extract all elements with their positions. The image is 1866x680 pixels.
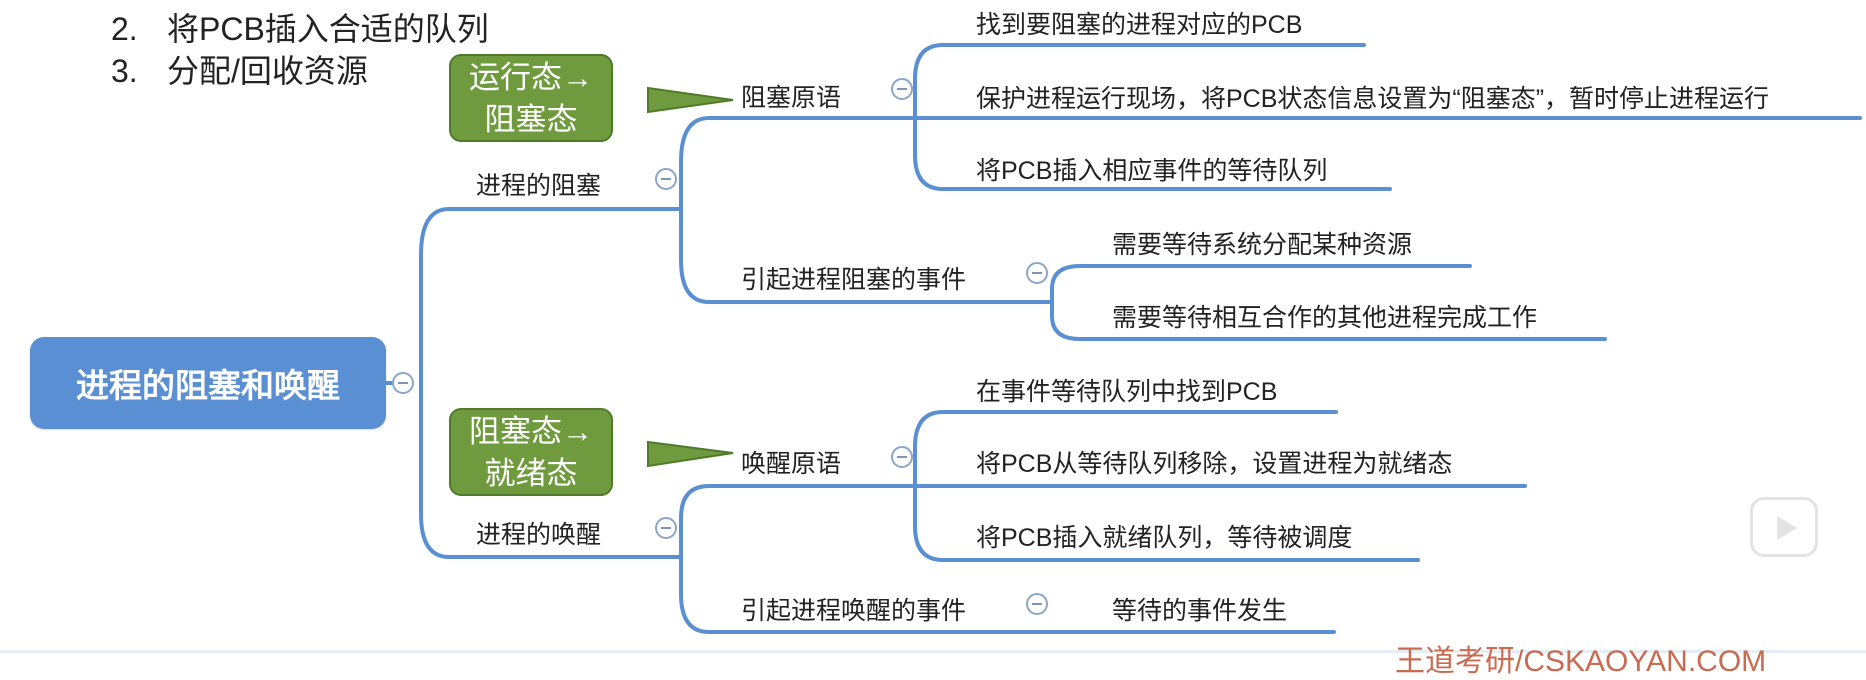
leaf-block-step: 将PCB插入相应事件的等待队列: [976, 157, 1328, 185]
leaf-wakeup-step: 将PCB从等待队列移除，设置进程为就绪态: [976, 450, 1453, 478]
list-number: 2.: [111, 11, 138, 47]
bottom-strip: [0, 650, 1866, 653]
leaf-block-event: 需要等待相互合作的其他进程完成工作: [1112, 304, 1538, 332]
previous-list-item: 3. 分配/回收资源: [111, 46, 368, 92]
list-number: 3.: [111, 53, 138, 89]
previous-list-item: 2. 将PCB插入合适的队列: [111, 4, 489, 50]
callout-tails: [647, 86, 734, 468]
node-block-events[interactable]: 引起进程阻塞的事件: [741, 266, 967, 294]
connector-lines: [384, 43, 1862, 634]
branch-wakeup[interactable]: 进程的唤醒: [476, 521, 602, 549]
callout-line: 就绪态: [484, 456, 578, 491]
leaf-wakeup-event: 等待的事件发生: [1112, 597, 1288, 625]
state-callout-wakeup: 阻塞态→ 就绪态: [449, 408, 613, 496]
callout-line: 阻塞态→: [469, 414, 593, 449]
leaf-block-step: 保护进程运行现场，将PCB状态信息设置为“阻塞态”，暂时停止进程运行: [976, 85, 1770, 113]
leaf-wakeup-step: 在事件等待队列中找到PCB: [976, 378, 1278, 406]
mindmap-stage: 2. 将PCB插入合适的队列 3. 分配/回收资源 进程的阻塞和唤醒 运行态→ 阻塞…: [0, 4, 1866, 678]
minus-circle-icon[interactable]: [891, 78, 913, 100]
leaf-wakeup-step: 将PCB插入就绪队列，等待被调度: [976, 524, 1353, 552]
minus-circle-icon[interactable]: [655, 168, 677, 190]
leaf-block-step: 找到要阻塞的进程对应的PCB: [976, 11, 1303, 39]
node-wakeup-events[interactable]: 引起进程唤醒的事件: [741, 597, 967, 625]
root-node[interactable]: 进程的阻塞和唤醒: [30, 337, 386, 429]
minus-circle-icon[interactable]: [1026, 262, 1048, 284]
state-callout-block: 运行态→ 阻塞态: [449, 54, 613, 142]
minus-circle-icon[interactable]: [891, 446, 913, 468]
callout-line: 运行态→: [469, 60, 593, 95]
branch-block[interactable]: 进程的阻塞: [476, 172, 602, 200]
minus-circle-icon[interactable]: [1026, 593, 1048, 615]
watermark: 王道考研/CSKAOYAN.COM: [1395, 645, 1767, 678]
list-text: 分配/回收资源: [167, 53, 368, 89]
callout-line: 阻塞态: [484, 102, 578, 137]
minus-circle-icon[interactable]: [655, 517, 677, 539]
node-block-primitive[interactable]: 阻塞原语: [741, 84, 842, 112]
minus-circle-icon[interactable]: [392, 372, 414, 394]
node-wakeup-primitive[interactable]: 唤醒原语: [741, 450, 842, 478]
list-text: 将PCB插入合适的队列: [167, 11, 489, 47]
leaf-block-event: 需要等待系统分配某种资源: [1112, 231, 1413, 259]
play-icon[interactable]: [1750, 497, 1818, 557]
